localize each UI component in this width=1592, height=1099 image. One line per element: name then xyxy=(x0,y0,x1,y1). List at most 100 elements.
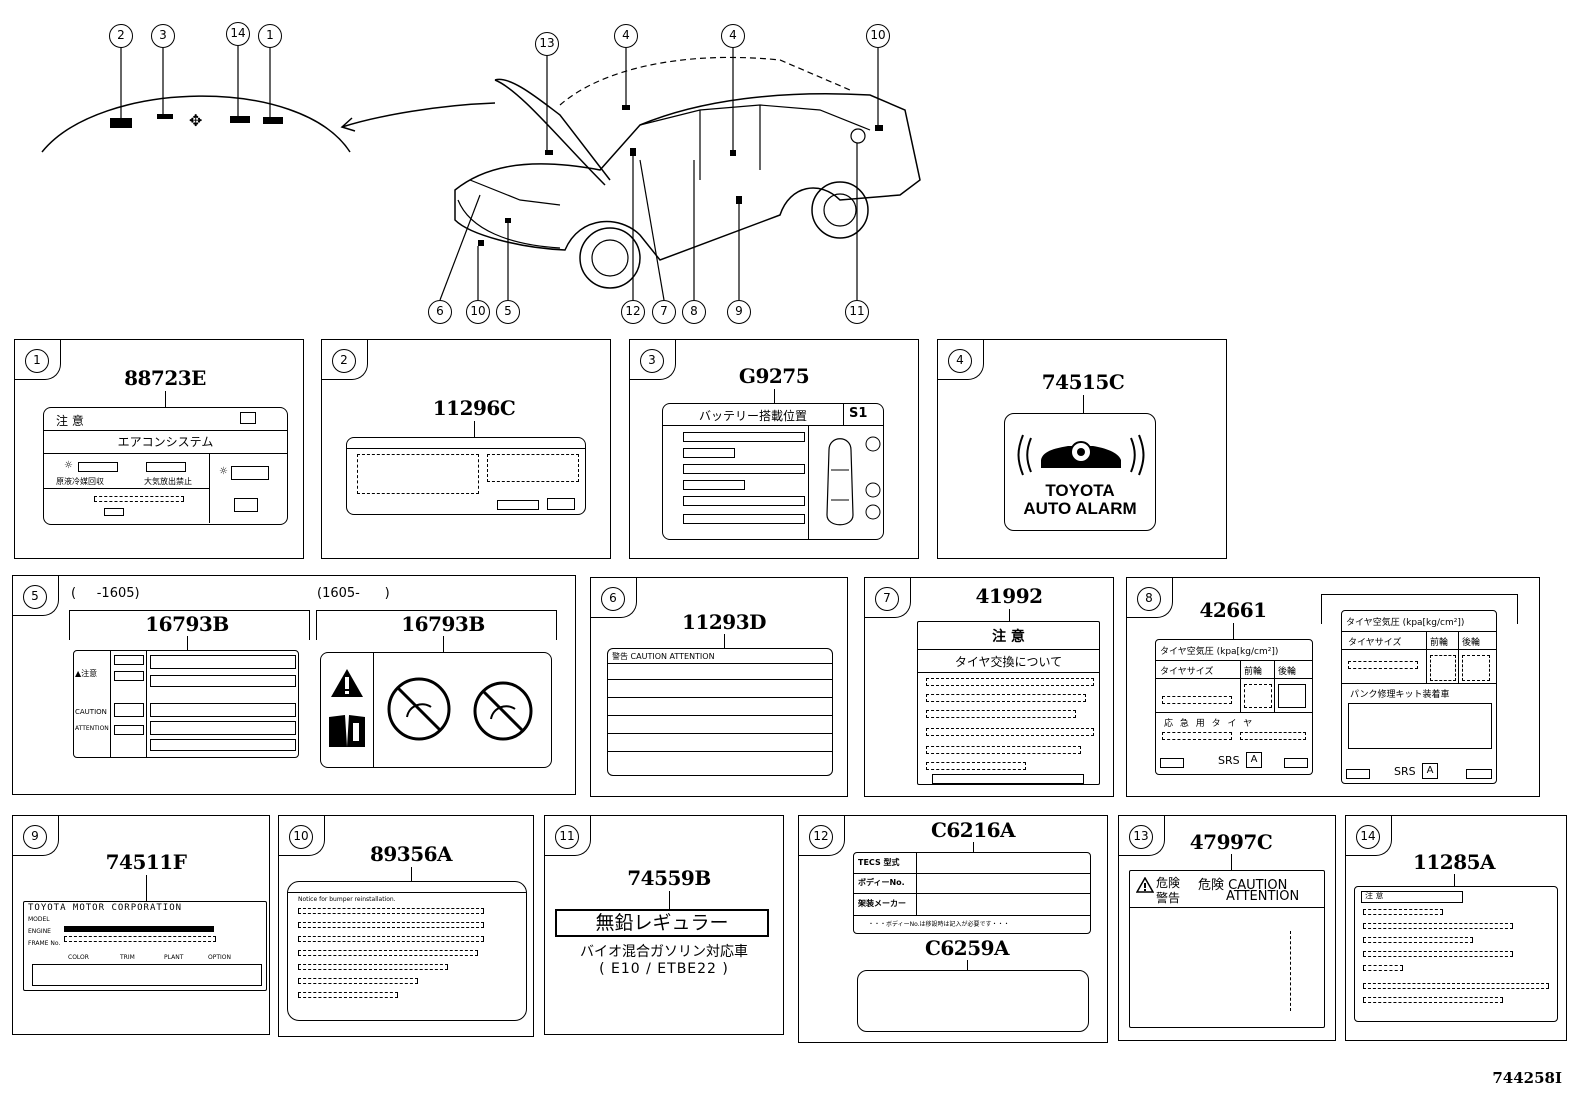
panel-number: 3 xyxy=(640,349,664,373)
label-11285A: 注 意 xyxy=(1354,886,1558,1022)
label-srs-box: A xyxy=(1422,763,1438,779)
label-size: タイヤサイズ xyxy=(1160,667,1214,677)
panel-tab xyxy=(15,340,61,380)
part-number: 74511F xyxy=(105,850,187,874)
panel-tab xyxy=(1127,578,1173,618)
panel-tab xyxy=(799,816,845,856)
panel-number: 1 xyxy=(25,349,49,373)
label-line-2: バイオ混合ガソリン対応車 xyxy=(580,944,748,960)
label-41992: 注 意 タイヤ交換について xyxy=(917,621,1100,785)
callout-4b: 4 xyxy=(721,24,745,48)
panel-8: 8 42661 タイヤ空気圧 (kpa[kg/cm²]) タイヤサイズ 前輪 後… xyxy=(1126,577,1540,797)
panel-tab xyxy=(630,340,676,380)
label-l1: 危険 xyxy=(1156,876,1181,890)
label-title: 注 意 xyxy=(56,414,84,428)
label-l3: 危険 CAUTION xyxy=(1198,878,1288,893)
svg-text:✥: ✥ xyxy=(189,111,202,130)
label-line-3: ( E10 / ETBE22 ) xyxy=(599,961,729,977)
label-row-1: TECS 型式 xyxy=(858,858,900,867)
part-number: 41992 xyxy=(975,584,1043,608)
label-G9275: バッテリー搭載位置 S1 xyxy=(662,403,884,540)
label-line: Notice for bumper reinstallation. xyxy=(298,896,396,903)
label-74559B: 無鉛レギュラー バイオ混合ガソリン対応車 ( E10 / ETBE22 ) xyxy=(553,909,775,989)
panel-tab xyxy=(279,816,325,856)
callout-12: 12 xyxy=(621,300,645,324)
label-title: 無鉛レギュラー xyxy=(555,909,769,937)
callout-10a: 10 xyxy=(866,24,890,48)
label-text-3: ATTENTION xyxy=(75,725,109,732)
panel-number: 11 xyxy=(555,825,579,849)
panel-11: 11 74559B 無鉛レギュラー バイオ混合ガソリン対応車 ( E10 / E… xyxy=(544,815,784,1035)
label-srs: SRS xyxy=(1394,765,1416,778)
callout-6: 6 xyxy=(428,300,452,324)
part-number: 89356A xyxy=(369,842,453,866)
label-kit: パンク修理キット装着車 xyxy=(1350,690,1450,700)
label-head: TOYOTA MOTOR CORPORATION xyxy=(28,903,183,913)
part-number: 74559B xyxy=(627,866,711,890)
panel-6: 6 11293D 警告 CAUTION ATTENTION xyxy=(590,577,848,797)
part-number: 88723E xyxy=(124,366,206,390)
range-before: ( -1605) xyxy=(71,586,140,601)
label-74511F: TOYOTA MOTOR CORPORATION MODEL ENGINE FR… xyxy=(23,901,267,991)
panel-number: 2 xyxy=(332,349,356,373)
label-size: タイヤサイズ xyxy=(1348,638,1402,648)
label-16793B-a: ▲注意 CAUTION ATTENTION xyxy=(73,650,299,758)
label-front: 前輪 xyxy=(1430,638,1449,648)
label-badge: S1 xyxy=(849,406,868,421)
label-subtitle: エアコンシステム xyxy=(117,435,214,449)
overview-diagram: ✥ xyxy=(0,0,1592,335)
label-l4: ATTENTION xyxy=(1226,889,1300,904)
callout-4a: 4 xyxy=(614,24,638,48)
label-text-1: ▲注意 xyxy=(75,669,98,678)
callout-5: 5 xyxy=(496,300,520,324)
panel-tab xyxy=(865,578,911,618)
label-11296C xyxy=(346,437,586,515)
part-number: 42661 xyxy=(1199,598,1267,622)
panel-3: 3 G9275 バッテリー搭載位置 S1 xyxy=(629,339,919,559)
label-11293D: 警告 CAUTION ATTENTION xyxy=(607,648,833,776)
panel-tab xyxy=(13,576,59,616)
label-srs-box: A xyxy=(1246,752,1262,768)
label-text-1: 原液冷媒回収 xyxy=(56,477,104,486)
label-col-3: PLANT xyxy=(164,954,184,961)
callout-10b: 10 xyxy=(466,300,490,324)
label-col-1: COLOR xyxy=(68,954,89,961)
label-head: 注 意 xyxy=(1365,891,1384,900)
panel-number: 5 xyxy=(23,585,47,609)
label-head: 警告 CAUTION ATTENTION xyxy=(612,652,715,661)
callout-9: 9 xyxy=(727,300,751,324)
label-89356A: Notice for bumper reinstallation. xyxy=(287,881,527,1021)
panel-7: 7 41992 注 意 タイヤ交換について xyxy=(864,577,1114,797)
panel-tab xyxy=(938,340,984,380)
panel-number: 10 xyxy=(289,825,313,849)
part-number: G9275 xyxy=(738,364,810,388)
callout-7: 7 xyxy=(652,300,676,324)
panel-14: 14 11285A 注 意 xyxy=(1345,815,1567,1041)
panel-tab xyxy=(1119,816,1165,856)
reference-code: 744258I xyxy=(1492,1069,1562,1087)
part-number-a: C6216A xyxy=(930,818,1016,842)
label-row-2: ボディーNo. xyxy=(858,878,905,887)
part-number: 11293D xyxy=(682,610,766,634)
car-illustration: ✥ xyxy=(41,46,921,301)
panel-1: 1 88723E 注 意 エアコンシステム ☼ 原液冷媒回収 大気放出禁止 ☼ xyxy=(14,339,304,559)
panel-number: 7 xyxy=(875,587,899,611)
callout-1: 1 xyxy=(258,24,282,48)
panel-number: 12 xyxy=(809,825,833,849)
warning-manual-icon xyxy=(329,669,365,747)
label-rear: 後輪 xyxy=(1462,638,1481,648)
part-number: 74515C xyxy=(1041,370,1125,394)
panel-tab xyxy=(545,816,591,856)
label-l2: 警告 xyxy=(1156,891,1181,905)
callout-14: 14 xyxy=(226,22,250,46)
label-42661-b: タイヤ空気圧 (kpa[kg/cm²]) タイヤサイズ 前輪 後輪 パンク修理キ… xyxy=(1341,610,1497,784)
panel-number: 9 xyxy=(23,825,47,849)
label-srs: SRS xyxy=(1218,754,1240,767)
label-front: 前輪 xyxy=(1244,667,1263,677)
panel-tab xyxy=(1346,816,1392,856)
range-after: (1605- ) xyxy=(317,586,390,601)
part-number-b: 16793B xyxy=(401,612,485,636)
label-16793B-b xyxy=(320,652,552,768)
label-foot: ・・・ボディーNo.は移設時は記入が必要です・・・ xyxy=(868,921,1010,928)
part-number-a: 16793B xyxy=(145,612,229,636)
